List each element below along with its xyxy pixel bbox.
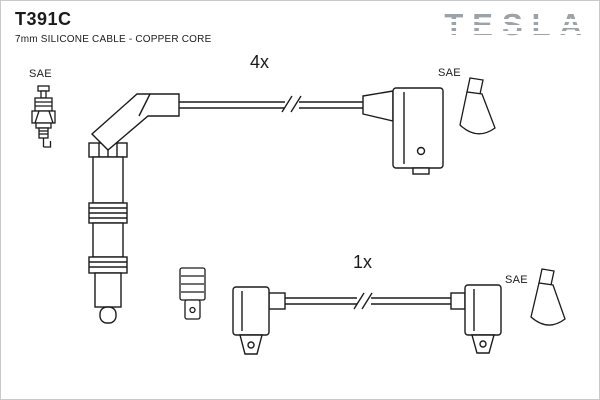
single-cable-right-boot <box>450 284 502 354</box>
sae-label-top-right: SAE <box>438 67 461 79</box>
brand-logo-text: TESLA <box>444 7 591 42</box>
single-cable-left-boot <box>232 286 286 355</box>
cable-spec-subtitle: 7mm SILICONE CABLE - COPPER CORE <box>15 34 212 45</box>
coil-connector-icon <box>179 267 206 320</box>
sae-boot-icon-top <box>459 77 496 135</box>
quantity-label-main: 4x <box>250 52 270 72</box>
sae-boot-icon-bottom <box>530 268 566 326</box>
logo-stripe <box>442 25 593 28</box>
spark-plug-icon <box>31 85 56 148</box>
part-number: T391C <box>15 9 72 29</box>
main-cable-left-boot <box>88 93 180 324</box>
sae-label-left: SAE <box>29 68 52 80</box>
single-cable-line <box>285 292 451 310</box>
logo-stripe <box>442 19 593 22</box>
quantity-label-single: 1x <box>353 252 373 272</box>
brand-logo: TESLA <box>442 7 593 43</box>
logo-stripe <box>442 31 593 34</box>
main-cable-line <box>179 95 363 113</box>
main-cable-right-boot <box>362 87 444 175</box>
sae-label-bottom-right: SAE <box>505 274 528 286</box>
